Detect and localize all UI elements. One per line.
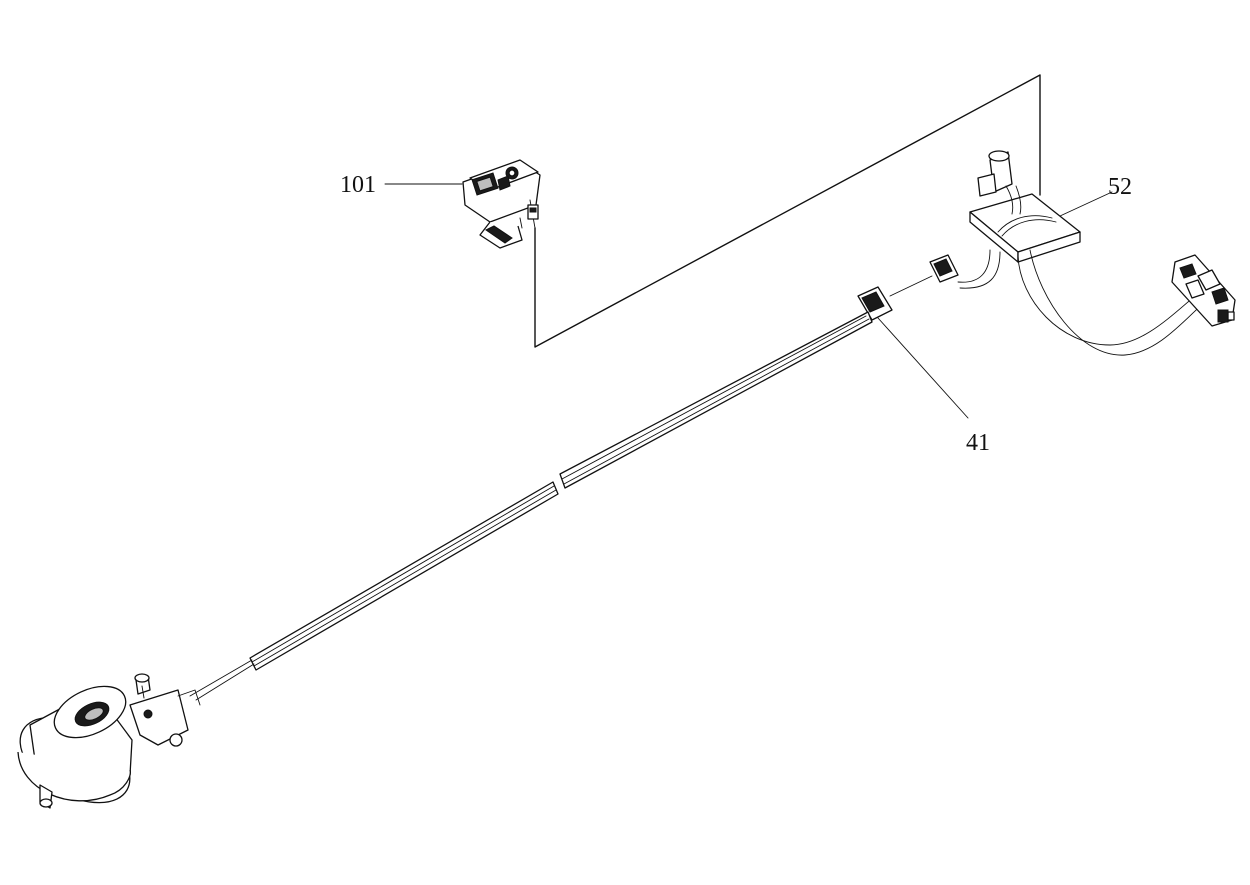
callout-41: 41 xyxy=(966,430,990,456)
cable-harness[interactable] xyxy=(189,311,873,701)
inline-connector[interactable] xyxy=(857,254,959,321)
motor-assembly[interactable] xyxy=(6,673,201,820)
callout-101: 101 xyxy=(340,172,376,198)
leader-line-52 xyxy=(1059,191,1113,217)
callout-52: 52 xyxy=(1108,174,1132,200)
control-box[interactable] xyxy=(957,150,1221,356)
routing-line xyxy=(534,74,1041,348)
leader-line-41 xyxy=(877,317,969,419)
display-unit[interactable] xyxy=(462,159,541,249)
switch-block[interactable] xyxy=(1171,254,1236,327)
